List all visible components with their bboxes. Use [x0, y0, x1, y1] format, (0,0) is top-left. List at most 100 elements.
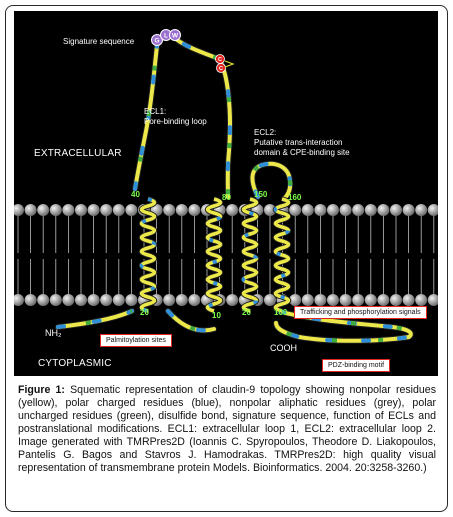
lipid-head-bottom — [339, 294, 352, 306]
ecl2-function-label-1: Putative trans-interaction — [254, 138, 343, 147]
lipid-head-top — [62, 204, 75, 216]
disulfide-bond — [224, 60, 235, 68]
lipid-head-top — [314, 204, 327, 216]
lipid-head-bottom — [427, 294, 438, 306]
lipid-head-bottom — [112, 294, 125, 306]
lipid-head-bottom — [402, 294, 415, 306]
cooh-terminus-label: COOH — [270, 343, 297, 353]
lipid-head-bottom — [390, 294, 402, 306]
pdz-binding-motif-callout: PDZ-binding motif — [322, 359, 391, 372]
lipid-head-bottom — [364, 294, 377, 306]
lipid-head-bottom — [175, 294, 188, 306]
ecl2-function-label-2: domain & CPE-binding site — [254, 148, 350, 157]
signature-residue-letter: W — [172, 33, 179, 40]
lipid-head-top — [24, 204, 37, 216]
helix-tm2-polar — [205, 197, 223, 313]
figure-caption: Figure 1: Squematic representation of cl… — [18, 384, 436, 475]
lipid-head-top — [377, 204, 390, 216]
intracellular-loop-polar-uncharged — [166, 309, 215, 333]
lipid-head-top — [289, 204, 302, 216]
signature-residue-marker — [169, 29, 181, 41]
residue-number-10: 10 — [212, 311, 221, 320]
lipid-head-bottom — [314, 294, 327, 306]
lipid-head-top — [163, 204, 176, 216]
ecl1-function-label: Pore-binding loop — [144, 117, 207, 126]
lipid-head-top — [352, 204, 365, 216]
lipid-head-bottom — [37, 294, 50, 306]
helix-tm4 — [273, 197, 291, 313]
lipid-head-bottom — [289, 294, 302, 306]
lipid-head-bottom — [327, 294, 339, 306]
caption-text: Squematic representation of claudin-9 to… — [18, 384, 436, 474]
signature-sequence-label: Signature sequence — [63, 37, 135, 46]
helix-tm1 — [139, 197, 157, 313]
lipid-head-top — [327, 204, 339, 216]
lipid-head-top — [49, 204, 62, 216]
lipid-head-bottom — [62, 294, 75, 306]
lipid-head-bottom — [352, 294, 365, 306]
lipid-head-top — [301, 204, 314, 216]
residue-number-40: 40 — [131, 190, 140, 199]
intracellular-loop-polar-charged — [166, 309, 216, 333]
lipid-head-bottom — [24, 294, 37, 306]
lipid-head-top — [112, 204, 125, 216]
ecl2-label: ECL2: — [254, 128, 277, 137]
lipid-head-top — [37, 204, 50, 216]
lipid-head-top — [75, 204, 87, 216]
lipid-head-top — [125, 204, 138, 216]
signature-residue-letter: L — [164, 33, 168, 40]
signature-residue-letter: G — [154, 38, 159, 45]
lipid-head-bottom — [49, 294, 62, 306]
disulfide-residue-letter: C — [218, 57, 222, 63]
lipid-head-bottom — [415, 294, 428, 306]
lipid-bilayer — [14, 204, 438, 306]
lipid-head-bottom — [100, 294, 113, 306]
signature-residue-marker — [151, 34, 163, 46]
lipid-head-top — [390, 204, 402, 216]
lipid-head-top — [402, 204, 415, 216]
residue-number-160: 160 — [288, 193, 302, 202]
residue-number-80: 80 — [222, 193, 231, 202]
lipid-head-bottom — [301, 294, 314, 306]
ecl2-loop — [250, 161, 293, 201]
lipid-head-top — [339, 204, 352, 216]
residue-number-20-left: 20 — [140, 308, 149, 317]
lipid-head-bottom — [125, 294, 138, 306]
lipid-head-bottom — [163, 294, 176, 306]
disulfide-residue-letter: C — [219, 66, 223, 72]
lipid-head-bottom — [377, 294, 390, 306]
lipid-head-top — [226, 204, 239, 216]
trafficking-signals-callout: Trafficking and phosphorylation signals — [294, 306, 427, 319]
helix-tm3 — [241, 197, 259, 313]
lipid-head-top — [87, 204, 100, 216]
n-terminus-segment-polar-charged — [56, 309, 134, 329]
lipid-head-bottom — [188, 294, 201, 306]
cytoplasmic-label: CYTOPLASMIC — [38, 358, 112, 369]
lipid-head-top — [175, 204, 188, 216]
residue-number-150: 150 — [254, 190, 268, 199]
extracellular-label: EXTRACELLULAR — [34, 148, 122, 159]
lipid-head-bottom — [226, 294, 239, 306]
lipid-head-bottom — [87, 294, 100, 306]
residue-number-20-right: 20 — [242, 308, 251, 317]
residue-number-100: 100 — [274, 308, 288, 317]
lipid-head-top — [264, 204, 276, 216]
figure-label: Figure 1: — [18, 384, 65, 396]
lipid-head-top — [364, 204, 377, 216]
lipid-head-top — [100, 204, 113, 216]
c-terminus-tail-polar-charged — [274, 309, 413, 343]
lipid-head-bottom — [264, 294, 276, 306]
lipid-head-bottom — [14, 294, 24, 306]
lipid-head-top — [14, 204, 24, 216]
ecl1-label: ECL1: — [144, 107, 167, 116]
disulfide-cysteine-marker — [216, 63, 226, 73]
lipid-head-top — [188, 204, 201, 216]
transmembrane-helices — [138, 196, 292, 314]
palmitoylation-sites-callout: Palmitoylation sites — [100, 334, 172, 347]
lipid-head-top — [427, 204, 438, 216]
lipid-head-bottom — [75, 294, 87, 306]
